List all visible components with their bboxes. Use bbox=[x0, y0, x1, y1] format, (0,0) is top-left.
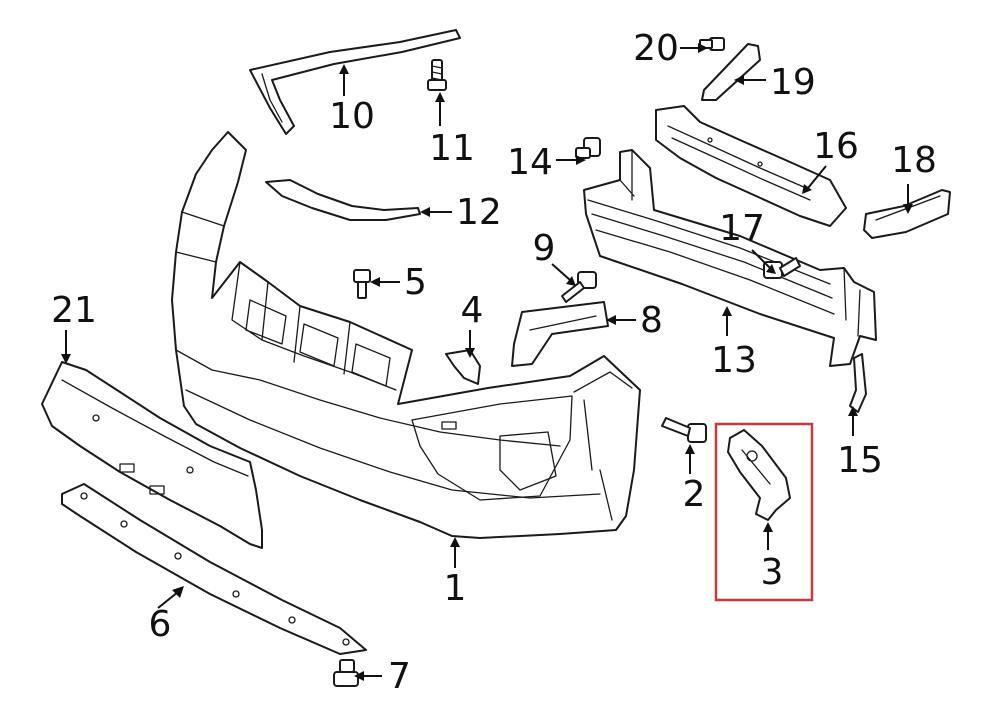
bolt-11[interactable] bbox=[427, 59, 447, 91]
callout-3: 3 bbox=[761, 552, 784, 593]
callout-13: 13 bbox=[711, 340, 757, 381]
clip-4[interactable] bbox=[445, 349, 481, 385]
callout-1: 1 bbox=[444, 568, 467, 609]
thin-bracket-19[interactable] bbox=[701, 43, 761, 101]
lower-panel-21[interactable] bbox=[41, 361, 263, 549]
bumper-cover[interactable] bbox=[171, 131, 641, 539]
callout-12: 12 bbox=[456, 192, 502, 233]
arrowheads bbox=[61, 43, 913, 681]
lower-strip-6[interactable] bbox=[61, 483, 367, 655]
upper-grille-trim[interactable] bbox=[249, 29, 461, 135]
callout-5: 5 bbox=[404, 262, 427, 303]
callout-10: 10 bbox=[329, 96, 375, 137]
lower-grille-trim[interactable] bbox=[265, 179, 421, 221]
screw-7[interactable] bbox=[333, 659, 359, 687]
reinforcement-beam-13[interactable] bbox=[583, 149, 877, 367]
callout-20: 20 bbox=[633, 28, 679, 69]
upper-tie-bar-16[interactable] bbox=[655, 105, 847, 227]
callout-16: 16 bbox=[813, 126, 859, 167]
callout-labels: 1 2 3 4 5 6 7 8 9 10 11 12 13 14 15 16 1… bbox=[51, 28, 937, 697]
callout-19: 19 bbox=[770, 62, 816, 103]
callout-2: 2 bbox=[683, 474, 706, 515]
bolt-9[interactable] bbox=[561, 271, 597, 303]
callout-18: 18 bbox=[891, 140, 937, 181]
callout-6: 6 bbox=[149, 604, 172, 645]
leader-lines bbox=[65, 47, 909, 677]
side-bracket-8[interactable] bbox=[511, 301, 609, 367]
callout-4: 4 bbox=[461, 290, 484, 331]
callout-17: 17 bbox=[719, 208, 765, 249]
callout-21: 21 bbox=[51, 290, 97, 331]
callout-11: 11 bbox=[429, 128, 475, 169]
bolt-2[interactable] bbox=[661, 417, 707, 443]
callout-9: 9 bbox=[533, 228, 556, 269]
screw-5[interactable] bbox=[353, 269, 371, 299]
side-guide-bracket-3[interactable] bbox=[727, 429, 791, 521]
callout-7: 7 bbox=[388, 656, 411, 697]
small-bracket-15[interactable] bbox=[849, 353, 867, 413]
bolt-14[interactable] bbox=[575, 137, 601, 159]
callout-14: 14 bbox=[507, 142, 553, 183]
highlight-box bbox=[714, 422, 814, 602]
callout-15: 15 bbox=[837, 440, 883, 481]
callout-8: 8 bbox=[640, 300, 663, 341]
